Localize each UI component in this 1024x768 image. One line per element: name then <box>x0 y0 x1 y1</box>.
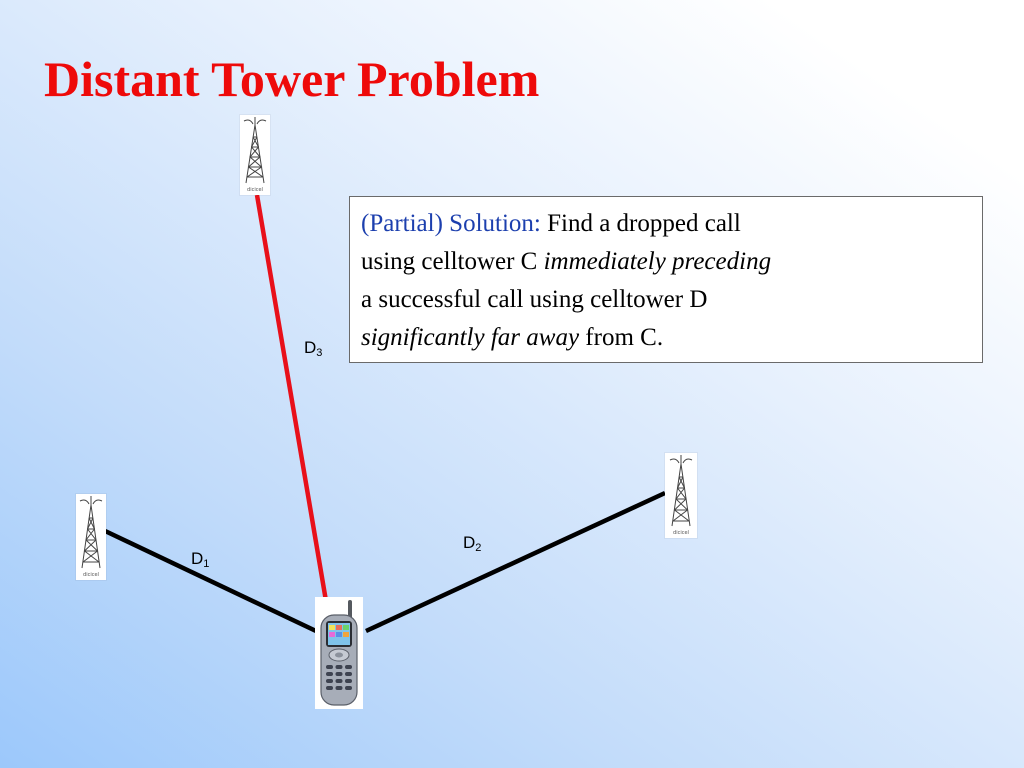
solution-textbox: (Partial) Solution: Find a dropped call … <box>349 196 983 363</box>
cell-tower-icon: dicicel <box>669 455 693 536</box>
label-d1: D1 <box>191 549 210 570</box>
cell-tower-3: dicicel <box>240 115 270 195</box>
solution-line-3: a successful call using celltower D <box>361 286 708 313</box>
slide-title: Distant Tower Problem <box>44 51 540 107</box>
mobile-phone <box>315 597 363 714</box>
solution-line-2: using celltower C immediately preceding <box>361 248 772 275</box>
label-d3: D3 <box>304 338 323 359</box>
tower-label: dicicel <box>673 530 689 536</box>
solution-lead: (Partial) Solution: <box>361 210 541 237</box>
link-d1-line <box>102 527 317 634</box>
cell-tower-2: dicicel <box>665 453 697 538</box>
link-d3-line <box>254 194 329 602</box>
link-d2-line <box>365 490 666 634</box>
mobile-phone-icon <box>315 597 363 709</box>
cell-tower-1: dicicel <box>76 494 106 580</box>
tower-label: dicicel <box>247 187 263 193</box>
cell-tower-icon: dicicel <box>79 496 103 578</box>
label-d2: D2 <box>463 533 482 554</box>
solution-line-4: significantly far away from C. <box>361 324 664 351</box>
cell-tower-icon: dicicel <box>243 117 267 193</box>
tower-label: dicicel <box>83 572 99 578</box>
solution-line-1: (Partial) Solution: Find a dropped call <box>361 210 741 237</box>
